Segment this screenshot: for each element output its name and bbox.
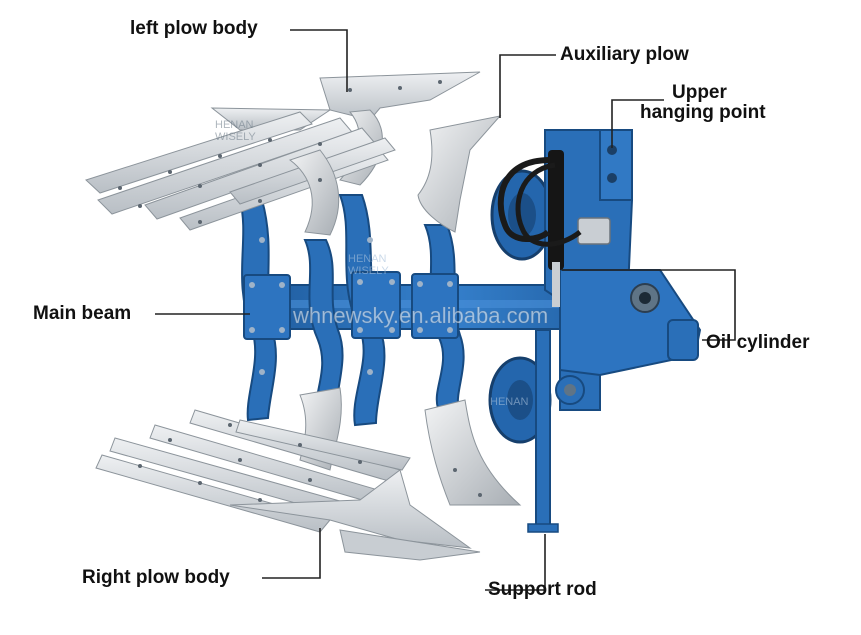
support-rod-bar xyxy=(535,329,551,531)
leader-right-plow-body xyxy=(262,528,321,579)
label-right-plow-body: Right plow body xyxy=(82,567,230,588)
watermark-brand-5: HENAN xyxy=(490,396,529,408)
leader-auxiliary-plow xyxy=(499,54,556,118)
watermark-brand-2: WISELY xyxy=(215,131,256,143)
watermark-brand-4: WISELY xyxy=(348,265,389,277)
label-support-rod: Support rod xyxy=(488,579,597,600)
label-left-plow-body: left plow body xyxy=(130,18,258,39)
right-plow-body-group xyxy=(95,387,522,561)
leader-upper-hanging-point xyxy=(611,99,664,148)
watermark-brand-1: HENAN xyxy=(215,119,254,131)
hydraulic-hose xyxy=(497,157,551,242)
label-oil-cylinder: Oil cylinder xyxy=(706,332,810,353)
left-plow-body-group xyxy=(85,71,481,236)
plow-machine xyxy=(238,129,702,533)
label-upper-hanging-point-2: hanging point xyxy=(640,102,766,123)
leader-support-rod xyxy=(485,534,546,591)
leader-left-plow-body xyxy=(290,29,348,92)
label-main-beam: Main beam xyxy=(33,303,132,324)
label-upper-hanging-point-1: Upper xyxy=(672,82,727,103)
watermark-brand-3: HENAN xyxy=(348,253,387,265)
label-auxiliary-plow: Auxiliary plow xyxy=(560,44,689,65)
leader-oil-cylinder xyxy=(562,269,736,341)
aux-lower-moldboard xyxy=(424,399,522,506)
leader-lines xyxy=(155,29,736,591)
auxiliary-plow-shape xyxy=(417,115,502,233)
watermark-site: whnewsky.en.alibaba.com xyxy=(292,303,548,328)
